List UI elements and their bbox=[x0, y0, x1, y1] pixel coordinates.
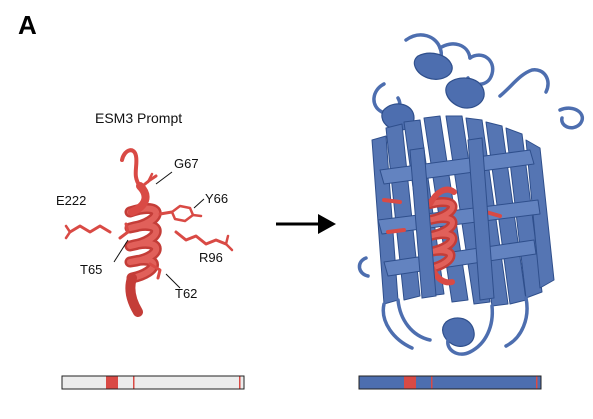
generated-sequence-track bbox=[358, 375, 542, 390]
residue-label-y66: Y66 bbox=[205, 191, 229, 206]
residue-label-t62: T62 bbox=[175, 286, 198, 301]
residue-label-r96: R96 bbox=[199, 250, 223, 265]
residue-label-e222: E222 bbox=[56, 193, 87, 208]
right-arrow-icon bbox=[276, 214, 336, 234]
panel-label: A bbox=[18, 10, 37, 40]
leader-lines bbox=[113, 171, 205, 289]
residue-label-g67: G67 bbox=[174, 156, 199, 171]
prompt-sequence-track bbox=[61, 375, 245, 390]
prompt-title: ESM3 Prompt bbox=[95, 110, 183, 126]
prompt-motif bbox=[64, 148, 234, 317]
generated-protein bbox=[357, 33, 584, 356]
residue-label-t65: T65 bbox=[80, 262, 103, 277]
